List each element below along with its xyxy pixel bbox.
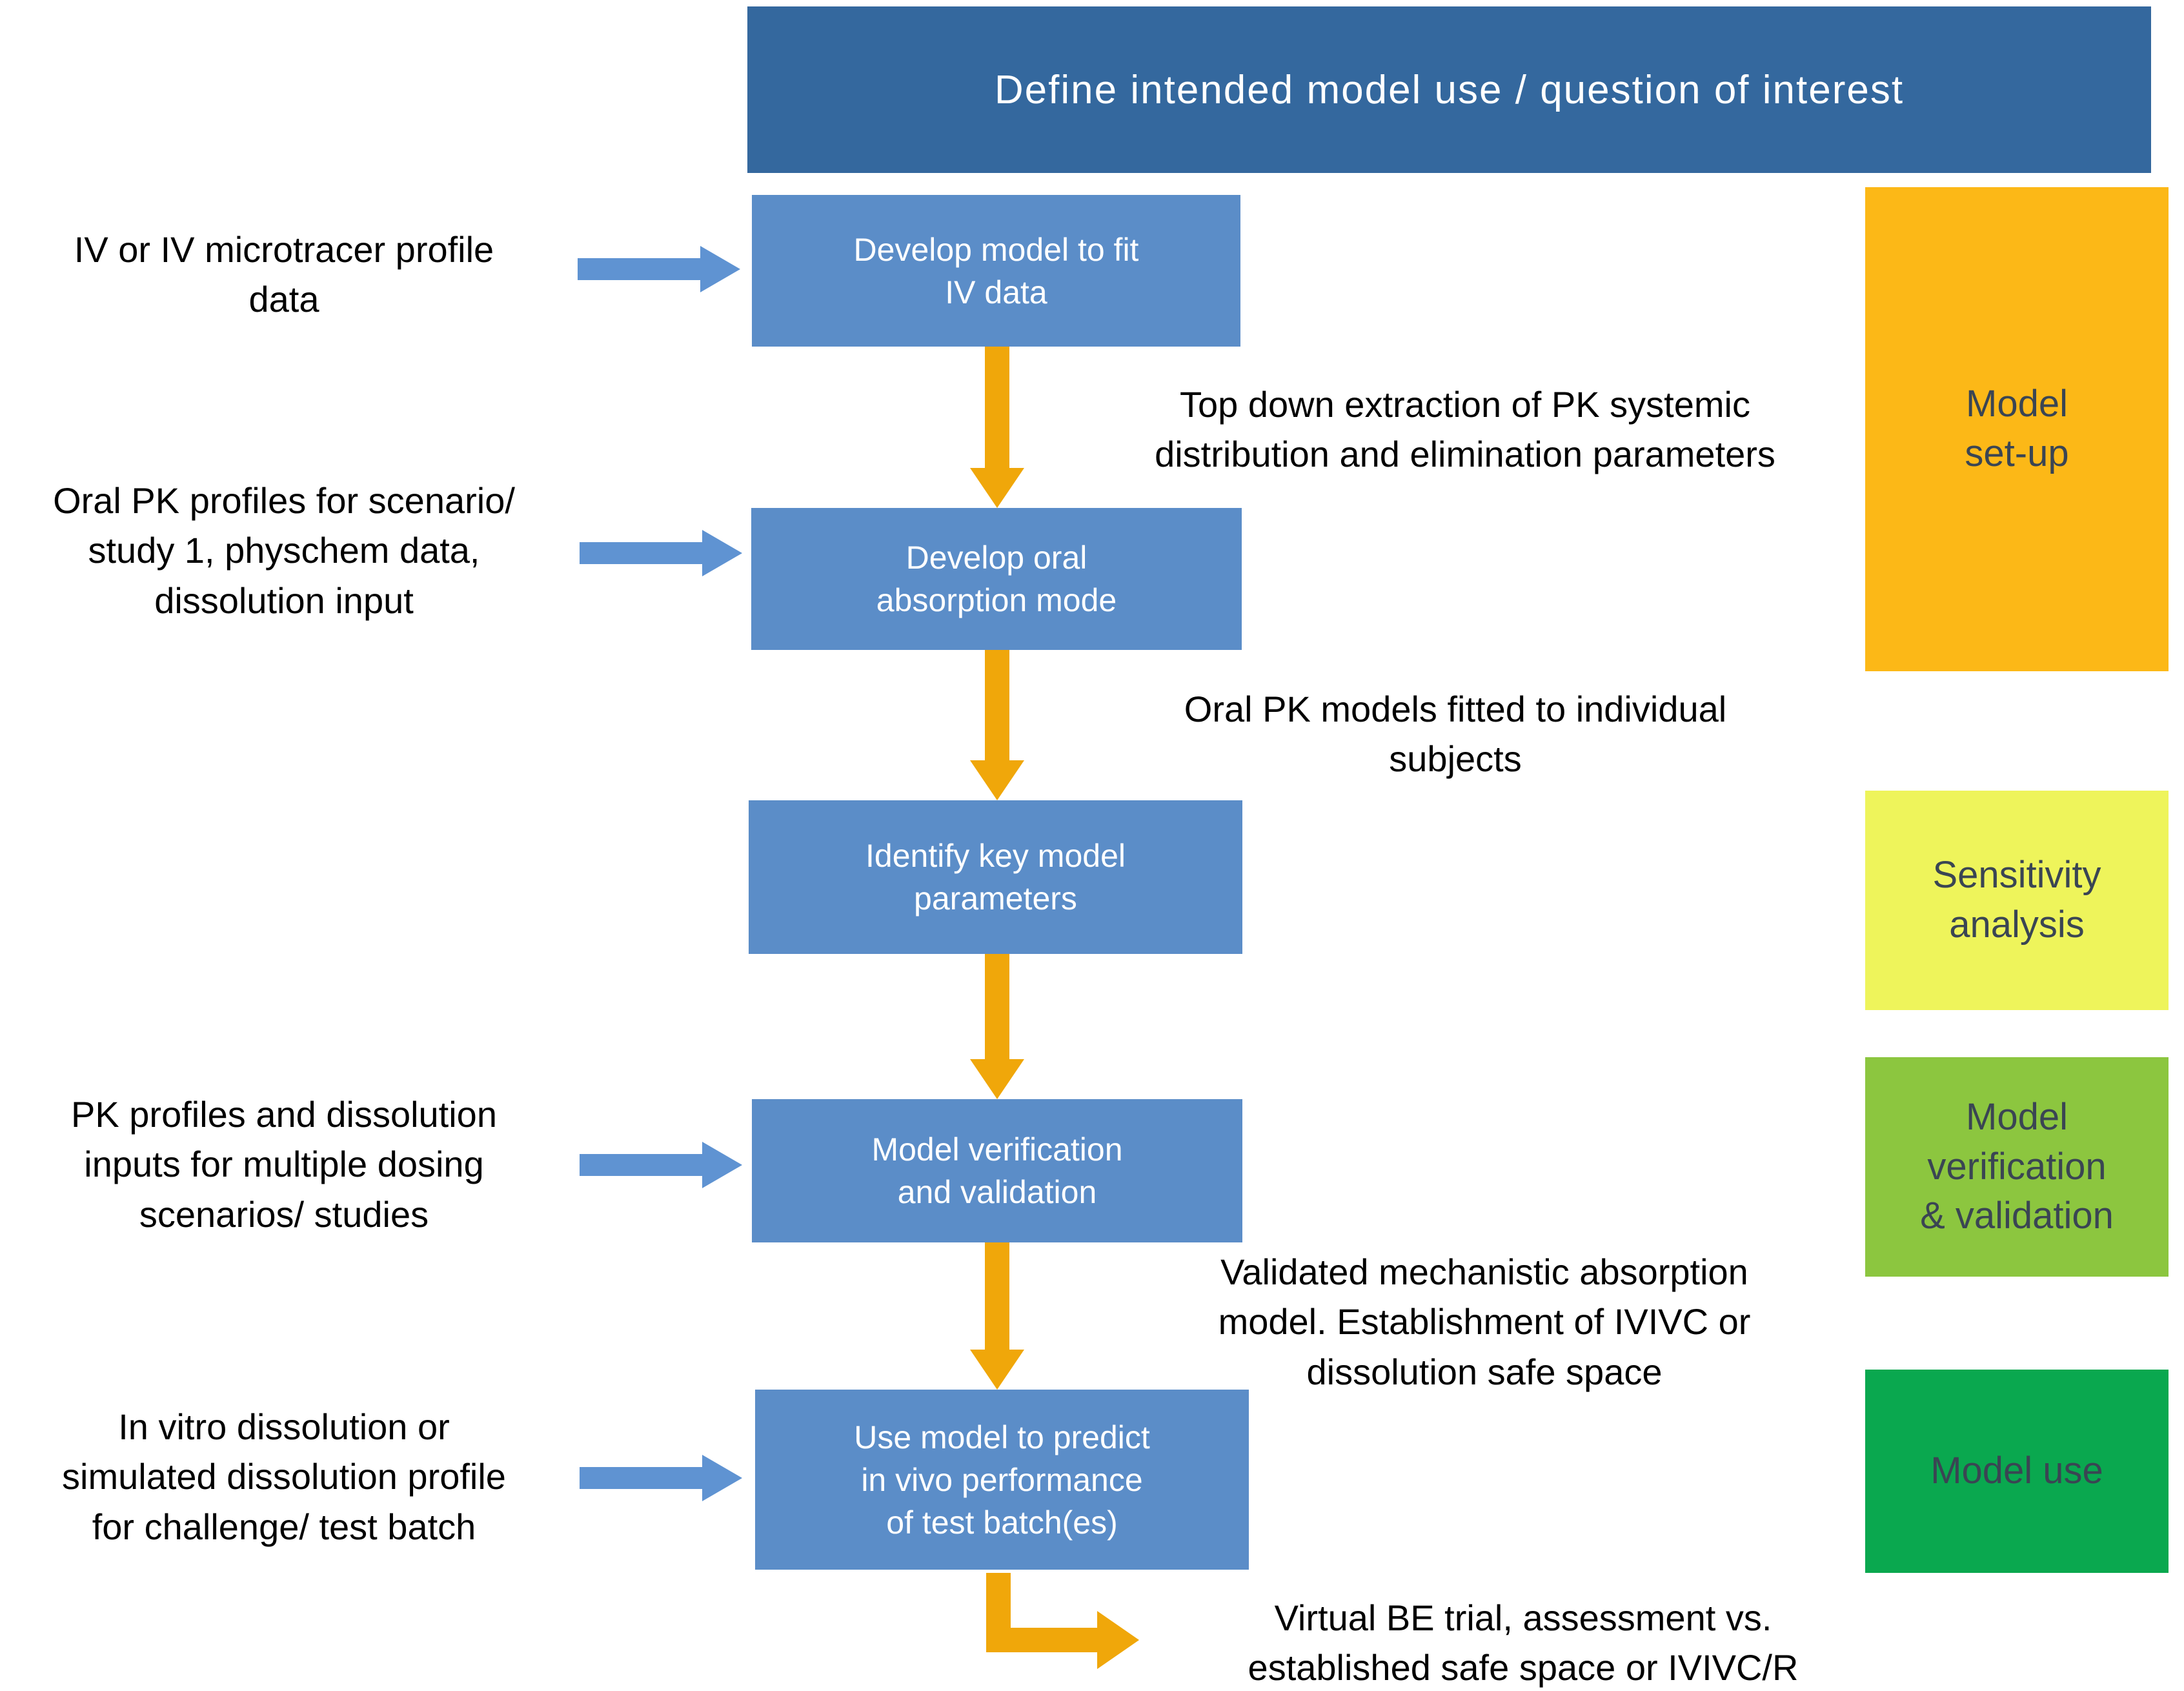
arrow-head <box>970 1350 1024 1390</box>
arrow-head <box>970 1059 1024 1099</box>
input-arrow-4 <box>580 1455 742 1501</box>
input-arrow-2 <box>580 530 742 576</box>
arrow-shaft <box>580 1154 702 1176</box>
arrow-shaft-horizontal <box>986 1628 1097 1652</box>
arrow-head <box>702 1455 742 1501</box>
input-arrow-1 <box>578 246 740 292</box>
stage-box-verification-validation: Model verification & validation <box>1865 1057 2169 1277</box>
process-box-develop-oral-absorption: Develop oral absorption mode <box>751 508 1242 650</box>
down-arrow-2 <box>970 650 1024 800</box>
process-box-identify-key-parameters: Identify key model parameters <box>749 800 1242 954</box>
annotation-oral-pk-fitted: Oral PK models fitted to individual subj… <box>1184 689 1727 780</box>
arrow-head <box>970 468 1024 508</box>
arrow-shaft <box>580 542 702 564</box>
process-box-use-model-predict: Use model to predict in vivo performance… <box>755 1390 1249 1570</box>
process-box-verification-validation: Model verification and validation <box>752 1099 1242 1242</box>
stage-box-model-use: Model use <box>1865 1370 2169 1573</box>
down-arrow-4 <box>970 1242 1024 1390</box>
elbow-arrow <box>986 1573 1141 1670</box>
arrow-head <box>970 760 1024 800</box>
arrow-shaft <box>985 1242 1009 1350</box>
arrow-head <box>702 530 742 576</box>
annotation-top-down-extraction: Top down extraction of PK systemic distr… <box>1155 384 1775 475</box>
arrow-shaft <box>985 954 1009 1059</box>
arrow-shaft <box>985 347 1009 468</box>
input-label-pk-dissolution: PK profiles and dissolution inputs for m… <box>71 1094 497 1235</box>
header-bar: Define intended model use / question of … <box>747 6 2151 173</box>
stage-box-sensitivity-analysis: Sensitivity analysis <box>1865 791 2169 1010</box>
arrow-shaft <box>578 258 700 280</box>
annotation-validated-model: Validated mechanistic absorption model. … <box>1218 1251 1751 1392</box>
arrow-head <box>700 246 740 292</box>
input-label-oral-pk: Oral PK profiles for scenario/ study 1, … <box>53 480 515 621</box>
arrow-shaft <box>985 650 1009 760</box>
arrow-head <box>702 1142 742 1188</box>
input-label-in-vitro: In vitro dissolution or simulated dissol… <box>62 1406 506 1547</box>
down-arrow-3 <box>970 954 1024 1099</box>
arrow-shaft <box>580 1467 702 1489</box>
down-arrow-1 <box>970 347 1024 508</box>
input-label-iv-data: IV or IV microtracer profile data <box>74 229 494 320</box>
annotation-virtual-be-trial: Virtual BE trial, assessment vs. establi… <box>1248 1597 1799 1688</box>
arrow-head <box>1097 1611 1139 1669</box>
input-arrow-3 <box>580 1142 742 1188</box>
stage-box-model-setup: Model set-up <box>1865 187 2169 671</box>
process-box-develop-iv-model: Develop model to fit IV data <box>752 195 1240 347</box>
